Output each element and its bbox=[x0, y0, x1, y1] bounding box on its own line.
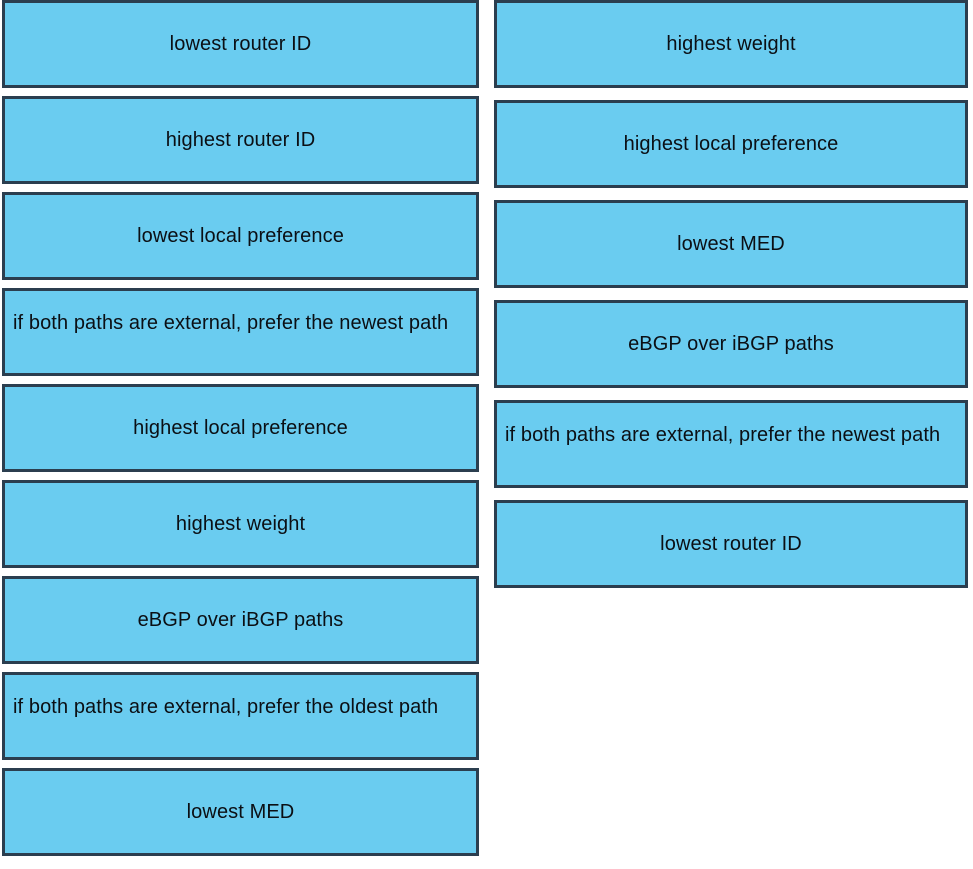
ordered-slot-2[interactable]: highest local preference bbox=[494, 100, 968, 188]
ordered-slot-label: highest weight bbox=[666, 33, 796, 55]
answer-option-4[interactable]: if both paths are external, prefer the n… bbox=[2, 288, 479, 376]
ordered-slot-4[interactable]: eBGP over iBGP paths bbox=[494, 300, 968, 388]
ordered-slot-5[interactable]: if both paths are external, prefer the n… bbox=[494, 400, 968, 488]
answer-option-label: highest local preference bbox=[133, 417, 348, 439]
ordered-slot-6[interactable]: lowest router ID bbox=[494, 500, 968, 588]
ordered-slot-label: eBGP over iBGP paths bbox=[628, 333, 834, 355]
answer-option-8[interactable]: if both paths are external, prefer the o… bbox=[2, 672, 479, 760]
ordered-slot-3[interactable]: lowest MED bbox=[494, 200, 968, 288]
answer-option-7[interactable]: eBGP over iBGP paths bbox=[2, 576, 479, 664]
answer-option-1[interactable]: lowest router ID bbox=[2, 0, 479, 88]
ordered-slot-label: highest local preference bbox=[623, 133, 839, 155]
answer-bank-column: lowest router ID highest router ID lowes… bbox=[2, 0, 479, 864]
ordered-slot-label: lowest router ID bbox=[660, 533, 802, 555]
ordered-slot-label: lowest MED bbox=[677, 233, 785, 255]
ordered-slot-label: if both paths are external, prefer the n… bbox=[505, 424, 941, 446]
answer-option-5[interactable]: highest local preference bbox=[2, 384, 479, 472]
answer-option-label: highest router ID bbox=[165, 129, 316, 151]
answer-option-3[interactable]: lowest local preference bbox=[2, 192, 479, 280]
answer-option-label: lowest local preference bbox=[137, 225, 344, 247]
answer-option-label: eBGP over iBGP paths bbox=[137, 609, 344, 631]
ordered-slot-1[interactable]: highest weight bbox=[494, 0, 968, 88]
answer-option-label: if both paths are external, prefer the n… bbox=[13, 312, 449, 334]
answer-option-label: highest weight bbox=[175, 513, 306, 535]
answer-option-2[interactable]: highest router ID bbox=[2, 96, 479, 184]
answer-option-label: if both paths are external, prefer the o… bbox=[13, 696, 439, 718]
answer-option-label: lowest router ID bbox=[169, 33, 312, 55]
answer-option-9[interactable]: lowest MED bbox=[2, 768, 479, 856]
answer-option-6[interactable]: highest weight bbox=[2, 480, 479, 568]
answer-option-label: lowest MED bbox=[186, 801, 295, 823]
ordered-answer-column: highest weight highest local preference … bbox=[494, 0, 968, 600]
